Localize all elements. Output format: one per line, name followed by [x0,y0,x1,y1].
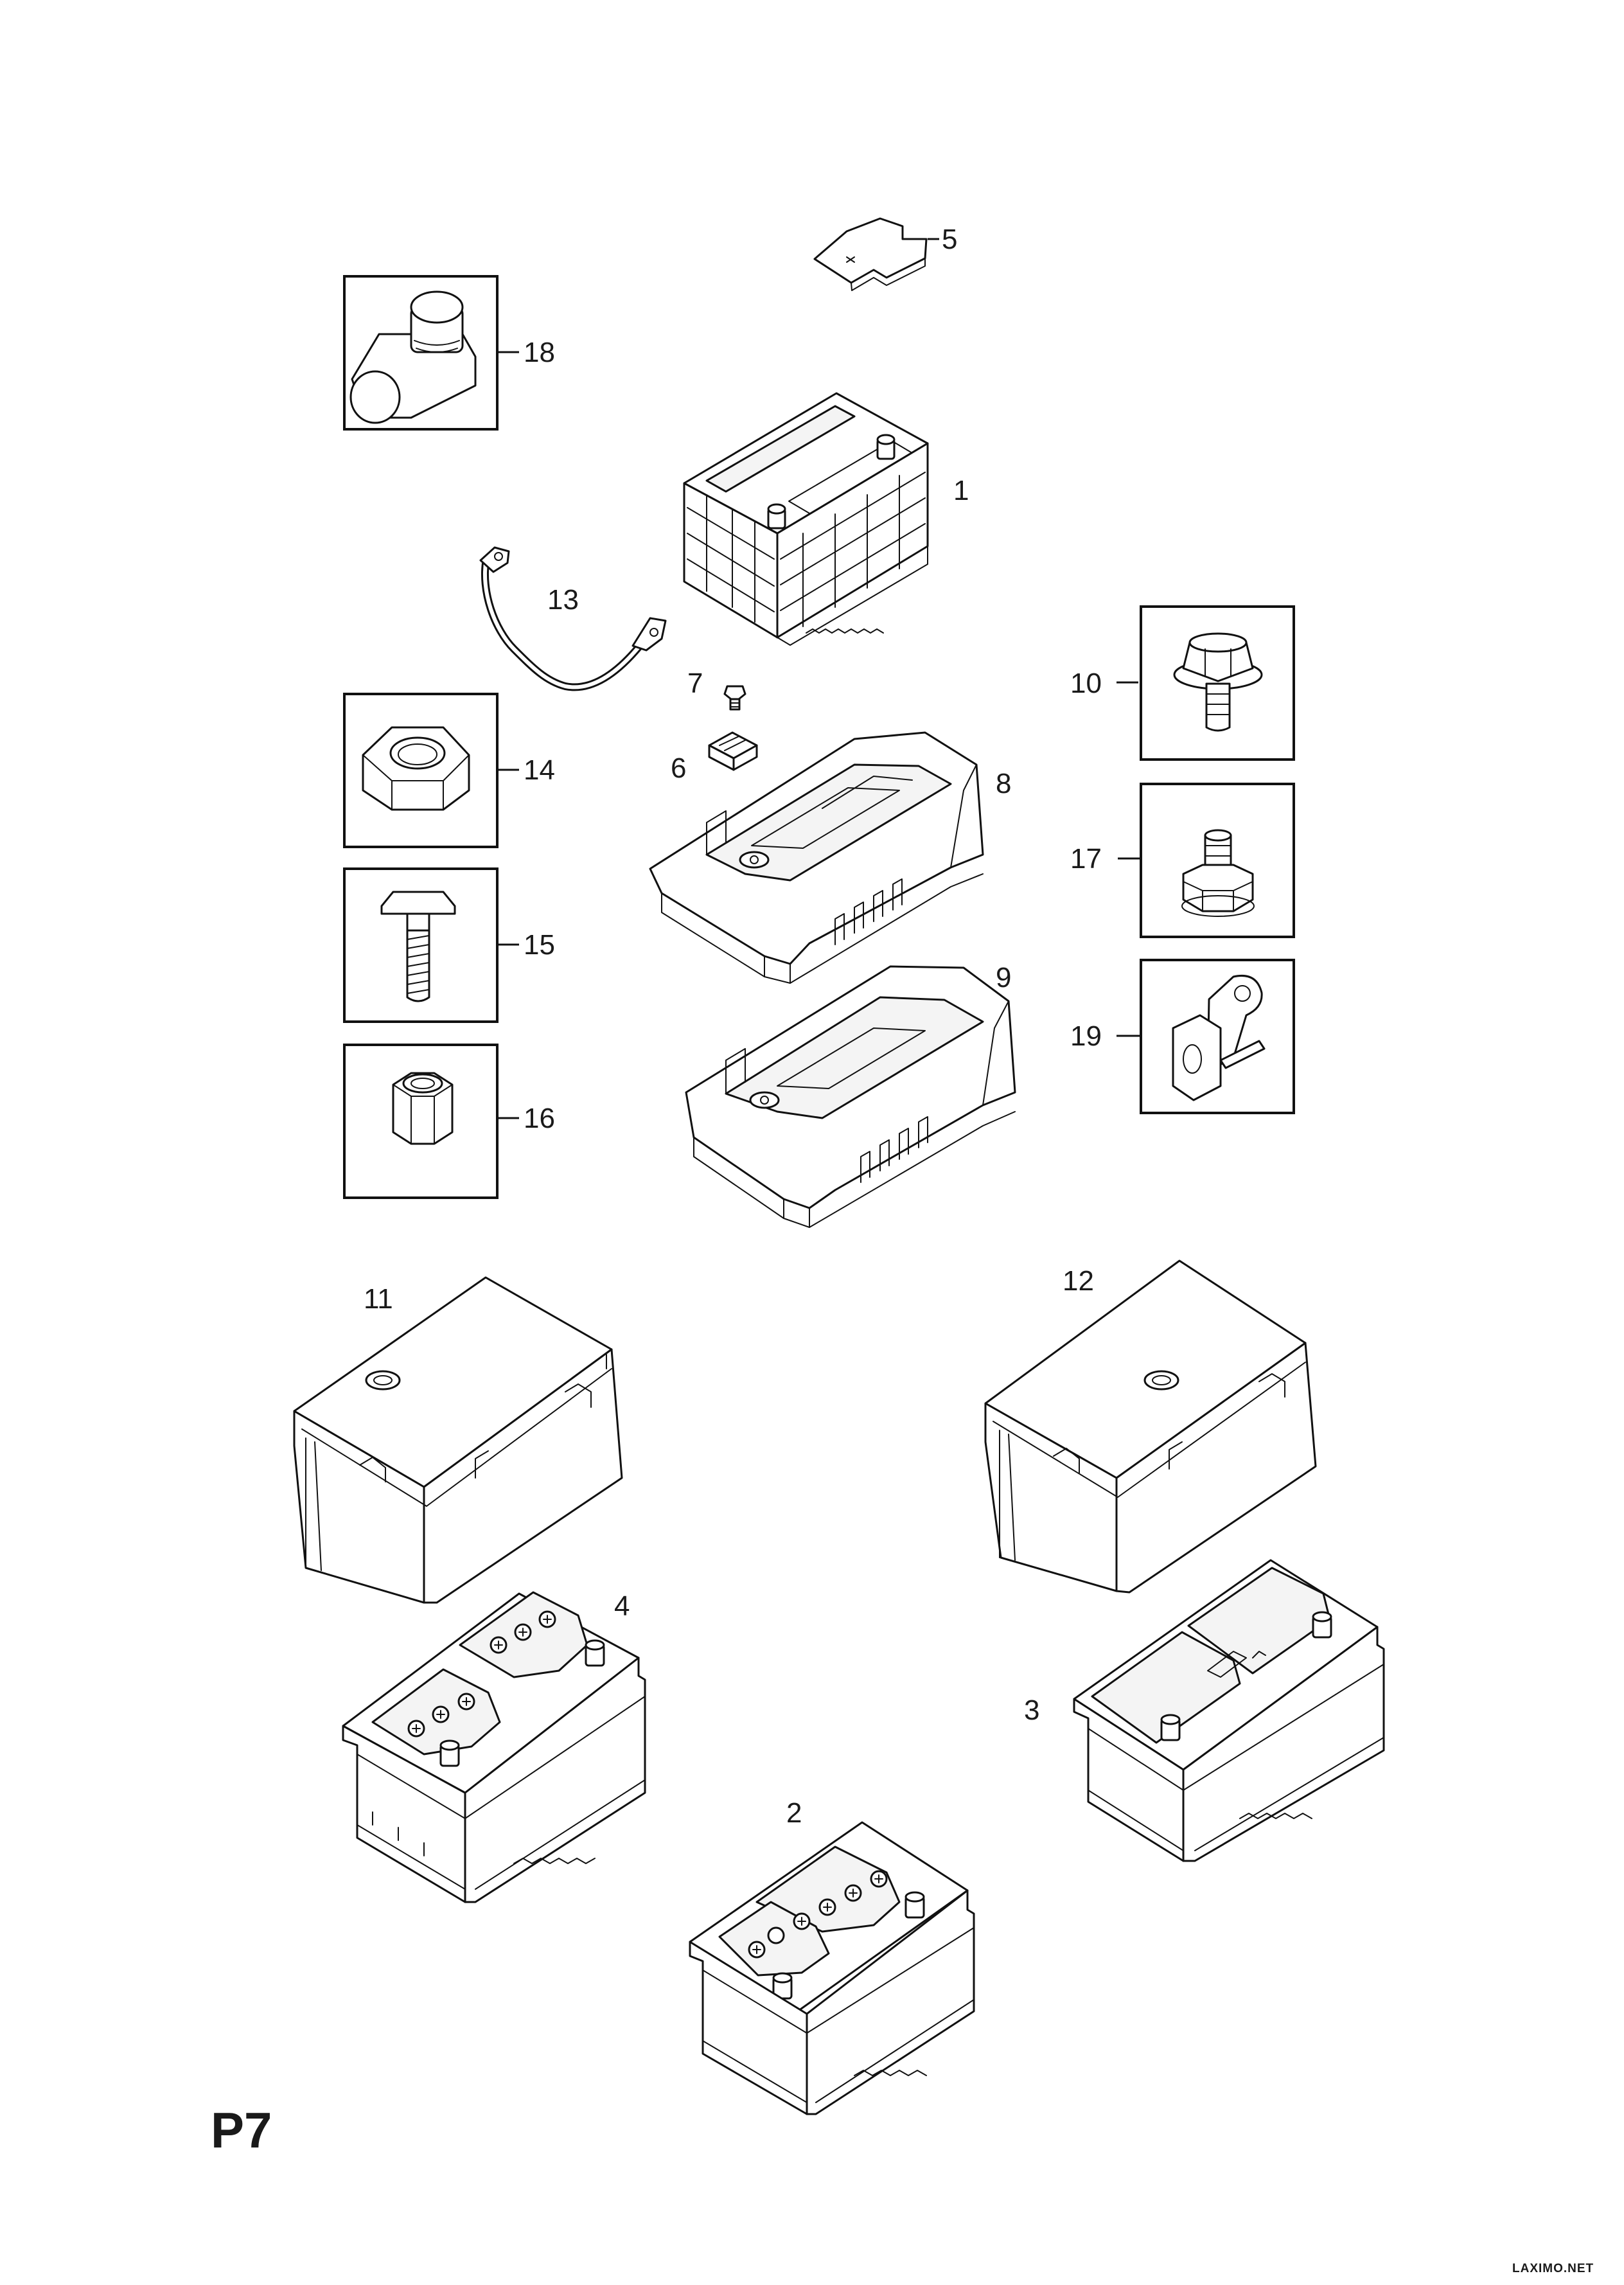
callout-12: 12 [1063,1265,1094,1297]
callout-10: 10 [1070,668,1102,699]
page-code: P7 [211,2102,272,2158]
part-8-battery-tray[interactable] [649,731,984,984]
part-5-cover-plate[interactable] [813,217,928,291]
callout-2: 2 [786,1797,802,1829]
part-6-clamp[interactable] [708,731,758,771]
callout-8: 8 [996,768,1011,799]
callout-5: 5 [942,224,957,255]
watermark: LAXIMO.NET [1512,2262,1594,2275]
callout-9: 9 [996,962,1011,993]
part-19-bracket [1172,974,1266,1101]
callout-7: 7 [687,668,703,699]
callout-16: 16 [524,1103,555,1134]
callout-13: 13 [547,584,579,616]
callout-19: 19 [1070,1020,1102,1052]
part-1-battery[interactable] [683,392,929,646]
part-18-terminal-cap [349,290,477,424]
part-4-battery[interactable] [342,1591,646,1903]
part-17-flange-nut [1181,829,1255,917]
part-12-insulation-box[interactable] [984,1259,1317,1594]
part-15-carriage-bolt [380,891,456,1002]
part-10-flange-bolt [1173,632,1263,732]
callout-18: 18 [524,337,555,368]
callout-14: 14 [524,754,555,786]
callout-15: 15 [524,929,555,961]
callout-6: 6 [671,752,686,784]
part-14-hex-nut [362,726,470,811]
part-7-bolt[interactable] [723,685,746,711]
part-16-sleeve-nut [392,1072,454,1145]
callout-17: 17 [1070,843,1102,875]
callout-3: 3 [1024,1694,1039,1726]
part-3-battery[interactable] [1073,1559,1385,1862]
part-9-battery-tray[interactable] [685,965,1016,1228]
part-2-battery[interactable] [689,1821,975,2115]
callout-4: 4 [614,1590,630,1622]
callout-1: 1 [953,475,969,506]
part-11-insulation-box[interactable] [293,1276,623,1604]
part-13-battery-cable[interactable] [479,546,667,691]
callout-11: 11 [364,1283,393,1315]
